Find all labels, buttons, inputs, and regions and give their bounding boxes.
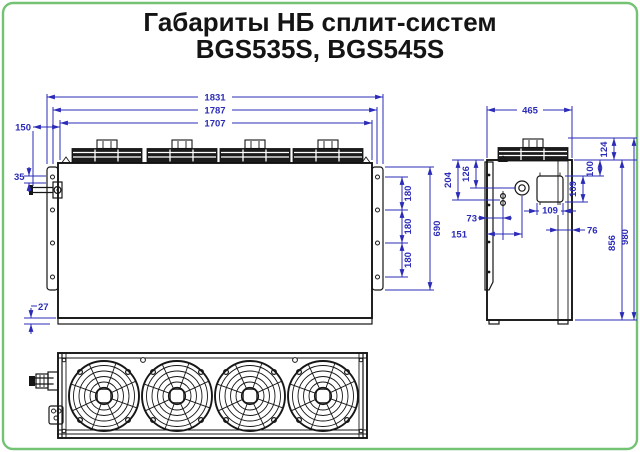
- dim-27: 27: [38, 302, 49, 313]
- coil-group: [146, 139, 218, 163]
- fan-hub: [315, 388, 331, 404]
- bottom-connector: [48, 405, 64, 425]
- dim-124: 124: [599, 141, 610, 158]
- coil-group: [292, 139, 364, 163]
- dim-35: 35: [14, 172, 25, 183]
- front-right-bracket: [371, 166, 384, 291]
- side-liquid-fitting: [500, 191, 507, 208]
- side-coil-group: [497, 138, 569, 162]
- front-body: [57, 162, 373, 319]
- dim-180-c: 180: [403, 252, 414, 268]
- dim-73: 73: [466, 214, 477, 225]
- fan-guard: [68, 360, 140, 432]
- dim-1787: 1787: [204, 106, 225, 117]
- title-line-2: BGS535S, BGS545S: [196, 34, 445, 64]
- marker-triangle: [498, 155, 508, 162]
- bottom-casing: [57, 352, 368, 439]
- dim-180-a: 180: [403, 186, 414, 202]
- fan-guard: [214, 360, 286, 432]
- dim-151: 151: [451, 230, 468, 241]
- side-body: [486, 159, 573, 321]
- marker-triangle: [61, 156, 71, 163]
- dim-109-width: 109: [542, 206, 558, 217]
- bottom-pipe: [29, 371, 59, 391]
- side-dimensions: 465 204 126 73 151 109 76 109: [443, 104, 637, 321]
- fan-hub: [169, 388, 185, 404]
- title-line-1: Габариты НБ сплит-систем: [143, 7, 496, 37]
- dim-204: 204: [443, 171, 454, 188]
- dim-180-b: 180: [403, 219, 414, 235]
- side-electrical-box: [536, 172, 564, 206]
- title: Габариты НБ сплит-систем BGS535S, BGS545…: [143, 7, 496, 64]
- front-dimensions: 1831 1787 1707 150 35 180 180 180 690 27: [14, 91, 443, 334]
- coil-group: [219, 139, 291, 163]
- dim-1831: 1831: [204, 93, 226, 104]
- dim-76: 76: [587, 226, 598, 237]
- coil-group: [71, 139, 143, 163]
- fan-hub: [96, 388, 112, 404]
- fan-guards: [68, 360, 359, 432]
- dim-109-height: 109: [568, 181, 579, 197]
- dim-150: 150: [15, 123, 31, 134]
- fan-guard: [287, 360, 359, 432]
- side-pipe-outlet: [514, 180, 530, 196]
- side-view: [484, 138, 573, 325]
- dim-465: 465: [522, 106, 539, 117]
- front-coil-groups: [71, 139, 364, 163]
- front-left-bracket: [46, 166, 59, 291]
- bottom-view: [29, 352, 368, 439]
- front-base-lip: [57, 317, 373, 325]
- front-view: [29, 139, 384, 325]
- marker-triangle: [361, 156, 371, 163]
- dim-100: 100: [585, 161, 596, 177]
- dim-126: 126: [461, 166, 472, 182]
- dim-1707: 1707: [204, 119, 225, 130]
- dim-856: 856: [607, 235, 618, 251]
- dim-980: 980: [620, 229, 631, 245]
- fan-guard: [141, 360, 213, 432]
- side-bracket: [484, 161, 494, 291]
- dim-690: 690: [432, 221, 443, 237]
- fan-hub: [242, 388, 258, 404]
